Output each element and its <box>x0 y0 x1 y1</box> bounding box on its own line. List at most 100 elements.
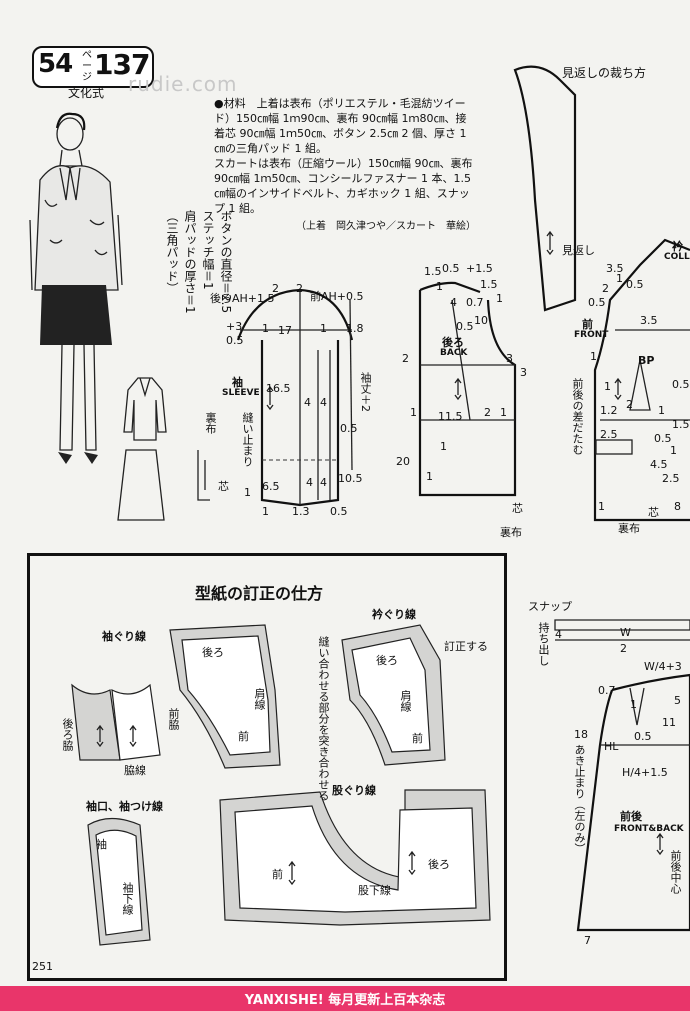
sleeve-label-en: SLEEVE <box>222 388 260 398</box>
skirt-num: H/4+1.5 <box>622 766 668 779</box>
facing-pattern <box>513 65 577 312</box>
front-num: 1.2 <box>600 404 618 417</box>
skirt-pattern <box>576 673 690 932</box>
flat-sketches <box>117 377 167 521</box>
armhole-heading: 袖ぐり線 <box>102 630 146 643</box>
inseam-label: 股下線 <box>358 884 391 897</box>
sleeve-num: 0.5 <box>226 334 244 347</box>
credit: （上着 岡久津つや／スカート 華絵） <box>296 221 476 232</box>
fashion-figure <box>29 112 123 464</box>
sleeve-num: 1 <box>320 322 327 335</box>
hip-line: HL <box>604 740 619 753</box>
front-label: 前 <box>582 318 593 331</box>
skirt-w: W <box>620 626 631 639</box>
crotch-back-label: 後ろ <box>428 858 450 871</box>
neckline-heading: 衿ぐり線 <box>372 608 416 621</box>
skirt-label: 前後 <box>620 810 642 823</box>
front-num: 1 <box>590 350 597 363</box>
sleeve-num: 1.8 <box>346 322 364 335</box>
sleeve-num: 0.5 <box>330 505 348 518</box>
sleeve-ease: 縫い止まり <box>241 412 254 467</box>
skirt-materials: スカートは表布（圧縮ウール）150㎝幅 90㎝、裏布 90㎝幅 1ｍ50㎝、コン… <box>214 157 473 215</box>
front-side-note: 前後の差だたむ <box>571 378 584 455</box>
sleeve-num: 2 <box>272 282 279 295</box>
neck-front-label: 前 <box>412 732 423 745</box>
skirt-label-en: FRONT&BACK <box>614 824 684 834</box>
sleeve-num: 1 <box>262 505 269 518</box>
back-num: 1 <box>440 440 447 453</box>
front-num: 1.5 <box>672 418 690 431</box>
back-num: 1 <box>426 470 433 483</box>
skirt-w-div: 2 <box>620 642 627 655</box>
back-num: 1 <box>500 406 507 419</box>
neck-shoulder-label: 肩線 <box>399 690 412 712</box>
note-button-diameter: ボタンの直径＝2.5 <box>219 210 233 314</box>
extension-label: 持ち出し <box>537 622 550 666</box>
back-label: 後ろ <box>442 336 464 349</box>
sleeve-pattern <box>197 288 354 507</box>
shoulder-front-label: 前 <box>238 730 249 743</box>
sleeve-lining: 裏布 <box>204 412 217 434</box>
correction-title: 型紙の訂正の仕方 <box>195 584 324 603</box>
front-label-en: FRONT <box>574 330 609 340</box>
page-ref-number: 54 <box>38 49 73 79</box>
correction-armhole <box>71 683 161 761</box>
back-bodice-pattern <box>418 281 517 497</box>
skirt-num: 1 <box>630 698 637 711</box>
sleeve-small-label: 袖 <box>96 838 107 851</box>
front-num: 3.5 <box>640 314 658 327</box>
front-num: 0.5 <box>626 278 644 291</box>
back-num: 11.5 <box>438 410 463 423</box>
back-lining: 裏布 <box>500 526 522 539</box>
sleeve-num: 1.3 <box>292 505 310 518</box>
back-num: 4 <box>450 296 457 309</box>
front-num: 2 <box>626 398 633 411</box>
skirt-num: W/4+3 <box>644 660 682 673</box>
sleeve-num: 4 <box>320 476 327 489</box>
correction-crotch <box>219 789 491 926</box>
facing-label: 見返し <box>562 244 595 257</box>
front-num: 8 <box>674 500 681 513</box>
page-ref-suffix: ページ <box>82 50 92 83</box>
footer-bar <box>0 986 690 1011</box>
sleeve-num: 1 <box>262 322 269 335</box>
back-num: 1.5 <box>480 278 498 291</box>
sleeve-num: 0.5 <box>340 422 358 435</box>
sleeve-num: 4 <box>306 476 313 489</box>
skirt-center: 前後中心 <box>669 850 682 894</box>
correction-sleeve <box>87 817 151 946</box>
side-line-label: 脇線 <box>124 764 146 777</box>
match-note: 縫い合わせる部分を突き合わせる <box>317 636 330 801</box>
front-num: 3.5 <box>606 262 624 275</box>
note-pad-type: （三角パッド） <box>165 210 179 294</box>
crotch-front-label: 前 <box>272 868 283 881</box>
sleeve-num: 6.5 <box>262 480 280 493</box>
sleeve-num: +3 <box>226 320 243 333</box>
sleeve-one: 1 <box>244 486 251 499</box>
skirt-opening: あき止まり（左のみ） <box>573 744 586 854</box>
snap-strip <box>554 619 690 641</box>
sleeve-num: 2 <box>296 282 303 295</box>
correction-shoulder <box>169 624 281 769</box>
sleeve-front-ah: 前AH+0.5 <box>310 290 364 303</box>
correction-neckline <box>341 624 446 766</box>
skirt-num: 18 <box>574 728 588 741</box>
back-num: 1 <box>436 280 443 293</box>
note-stitch-width: ステッチ幅＝1 <box>201 210 215 290</box>
back-num: +1.5 <box>466 262 493 275</box>
front-num: 0.5 <box>654 432 672 445</box>
skirt-four: 4 <box>555 628 562 641</box>
crotch-heading: 股ぐり線 <box>332 784 376 797</box>
front-num: 1 <box>598 500 605 513</box>
front-interfacing: 芯 <box>648 506 659 519</box>
pattern-badge: 54 ページ 137 <box>32 46 154 88</box>
under-sleeve-label: 袖下線 <box>121 882 134 915</box>
back-num: 3 <box>520 366 527 379</box>
facing-title: 見返しの裁ち方 <box>562 66 647 80</box>
back-num: 2 <box>484 406 491 419</box>
front-side-label: 前脇 <box>167 708 180 730</box>
skirt-num: 11 <box>662 716 676 729</box>
sleeve-num: 4 <box>304 396 311 409</box>
sleeve-num: 16.5 <box>266 382 291 395</box>
